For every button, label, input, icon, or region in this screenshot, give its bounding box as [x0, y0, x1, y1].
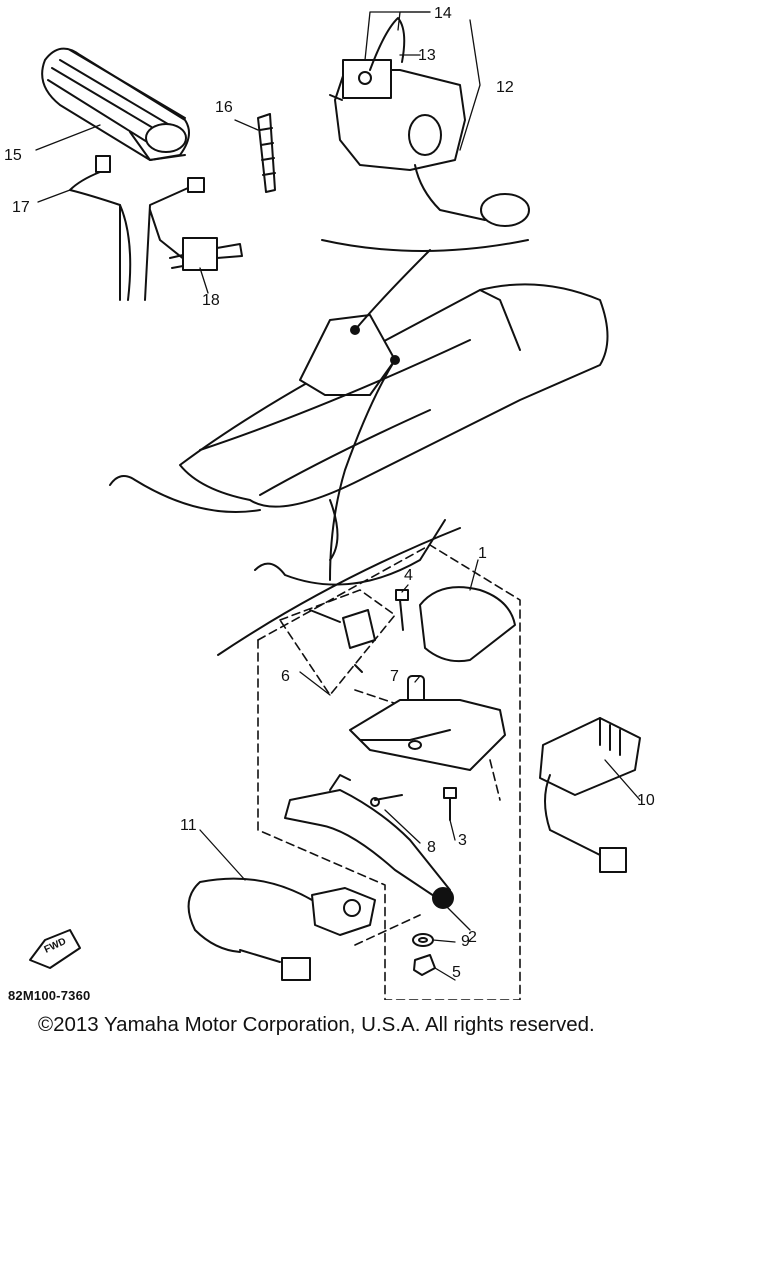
callout-15: 15 [4, 147, 22, 164]
callout-16: 16 [215, 99, 233, 116]
callout-5: 5 [452, 964, 461, 981]
callout-9: 9 [461, 933, 470, 950]
brake-lever-part-2 [284, 774, 454, 909]
callout-18: 18 [202, 292, 220, 309]
callout-11: 11 [180, 817, 197, 834]
nut-part-5 [413, 954, 436, 976]
lever-bracket [349, 699, 506, 771]
snowmobile-illustration [109, 249, 609, 656]
band-part-16 [257, 113, 276, 193]
screw-part-8 [370, 794, 403, 807]
control-unit-part-10 [539, 717, 641, 873]
callout-2: 2 [468, 929, 477, 946]
callout-13: 13 [418, 47, 436, 64]
bolt-part-3 [443, 787, 457, 821]
callout-7: 7 [390, 668, 399, 685]
callout-3: 3 [458, 832, 467, 849]
brake-switch-part-11 [187, 877, 376, 981]
throttle-housing-part-12 [321, 17, 530, 252]
leader-lines [35, 11, 641, 981]
callout-8: 8 [427, 839, 436, 856]
callout-1: 1 [478, 545, 487, 562]
washer-part-9 [412, 933, 434, 947]
bolt-part-4 [395, 589, 409, 631]
exploded-parts-diagram: FWD 1 2 3 4 5 6 7 8 9 10 11 12 13 [4, 5, 655, 1000]
wire-harness-part-17 [69, 155, 205, 301]
grip-part-15 [41, 47, 190, 161]
throttle-switch-part-6 [309, 609, 376, 673]
forward-direction-icon: FWD [29, 929, 81, 969]
callout-6: 6 [281, 668, 290, 685]
switch-part-18 [169, 237, 243, 271]
callout-labels: 1 2 3 4 5 6 7 8 9 10 11 12 13 14 15 16 1… [4, 5, 655, 981]
callout-4: 4 [404, 567, 413, 584]
callout-12: 12 [496, 79, 514, 96]
callout-10: 10 [637, 792, 655, 809]
copyright-notice: ©2013 Yamaha Motor Corporation, U.S.A. A… [38, 1013, 595, 1036]
callout-14: 14 [434, 5, 452, 22]
callout-17: 17 [12, 199, 30, 216]
lever-cover [419, 586, 516, 663]
diagram-reference-code: 82M100-7360 [8, 988, 91, 1003]
